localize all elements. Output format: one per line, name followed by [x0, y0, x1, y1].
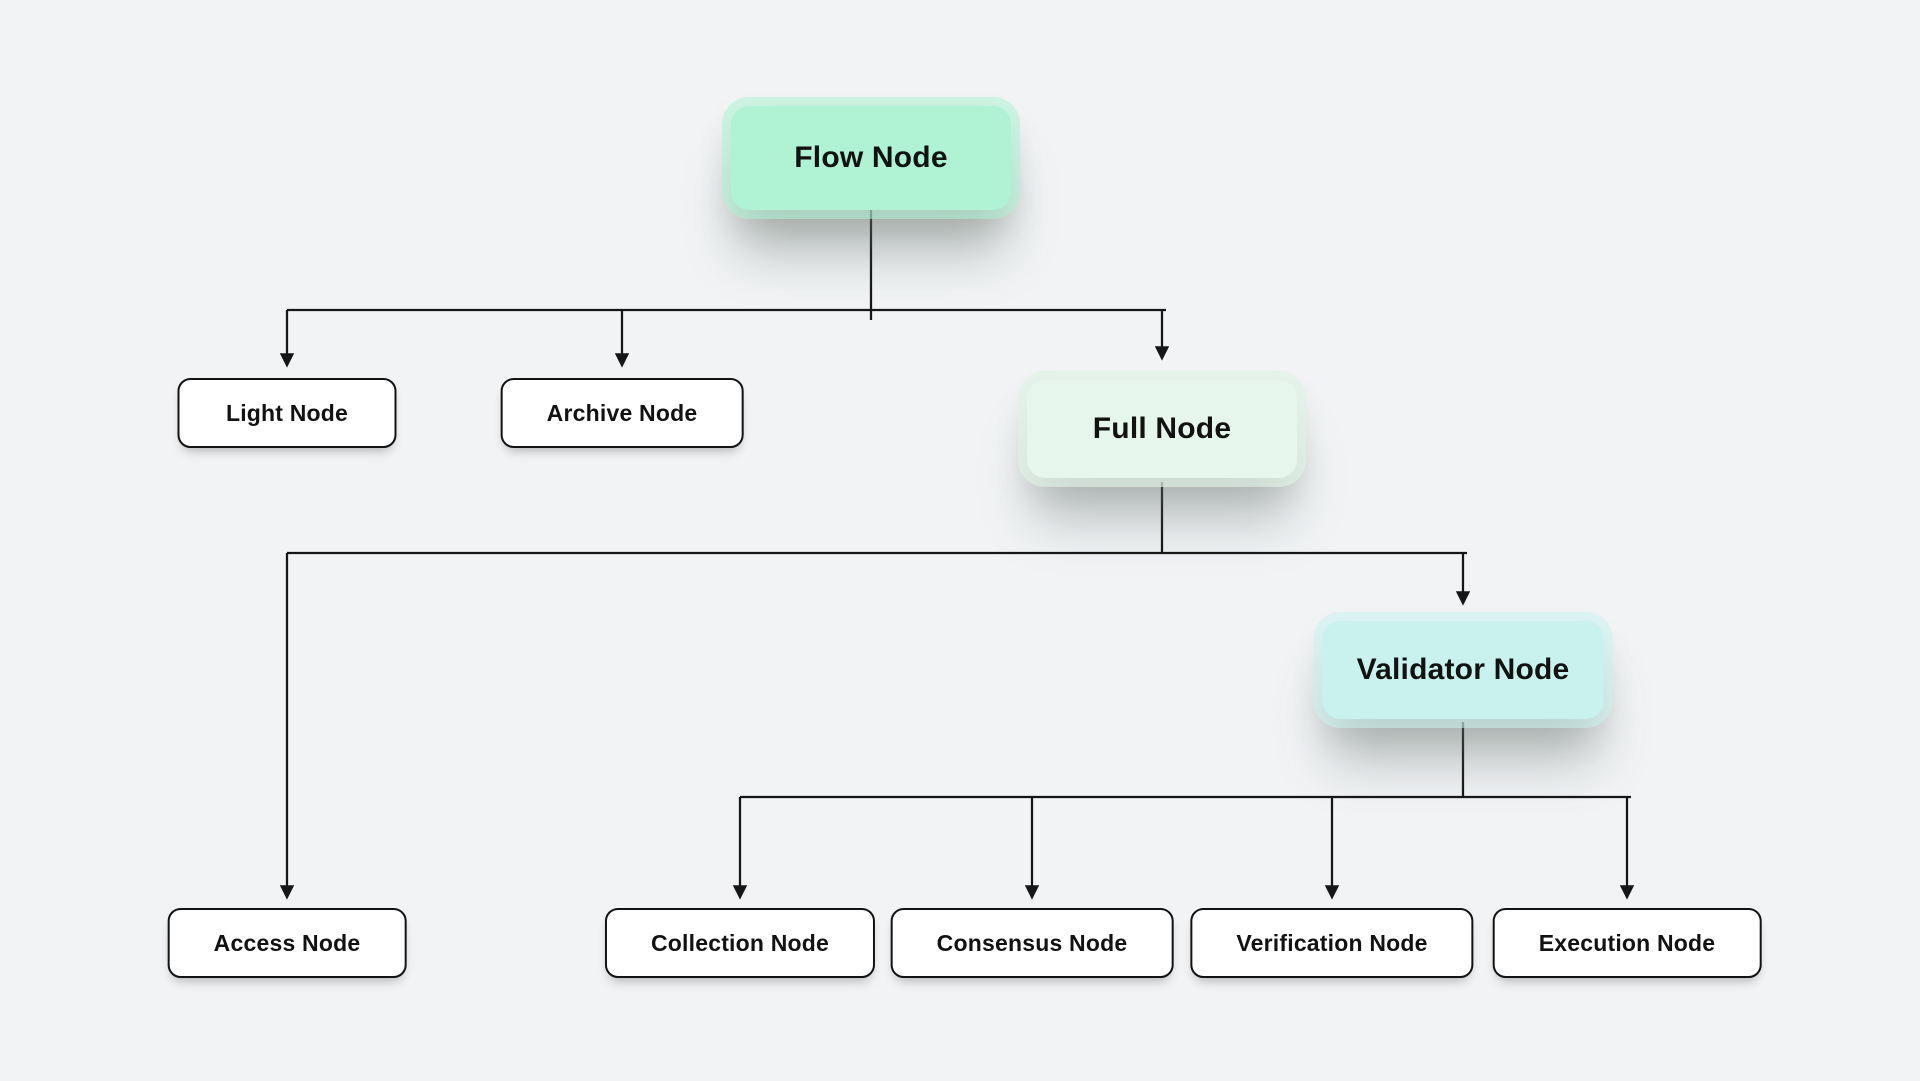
- node-execution: Execution Node: [1492, 908, 1762, 978]
- node-full: Full Node: [1027, 380, 1297, 478]
- node-access-label: Access Node: [213, 929, 361, 956]
- node-consensus: Consensus Node: [890, 908, 1174, 978]
- node-collection-label: Collection Node: [650, 929, 830, 956]
- node-access: Access Node: [167, 908, 407, 978]
- node-verification: Verification Node: [1190, 908, 1474, 978]
- node-execution-label: Execution Node: [1538, 929, 1716, 956]
- node-validator-label: Validator Node: [1356, 653, 1570, 686]
- node-collection: Collection Node: [604, 908, 876, 978]
- node-flow: Flow Node: [731, 106, 1011, 210]
- node-archive-label: Archive Node: [546, 399, 698, 426]
- node-archive: Archive Node: [500, 378, 744, 448]
- node-light: Light Node: [177, 378, 397, 448]
- node-full-label: Full Node: [1092, 412, 1232, 445]
- node-validator: Validator Node: [1322, 621, 1604, 719]
- node-light-label: Light Node: [225, 399, 349, 426]
- node-consensus-label: Consensus Node: [936, 929, 1128, 956]
- node-flow-label: Flow Node: [794, 141, 948, 174]
- node-verification-label: Verification Node: [1236, 929, 1428, 956]
